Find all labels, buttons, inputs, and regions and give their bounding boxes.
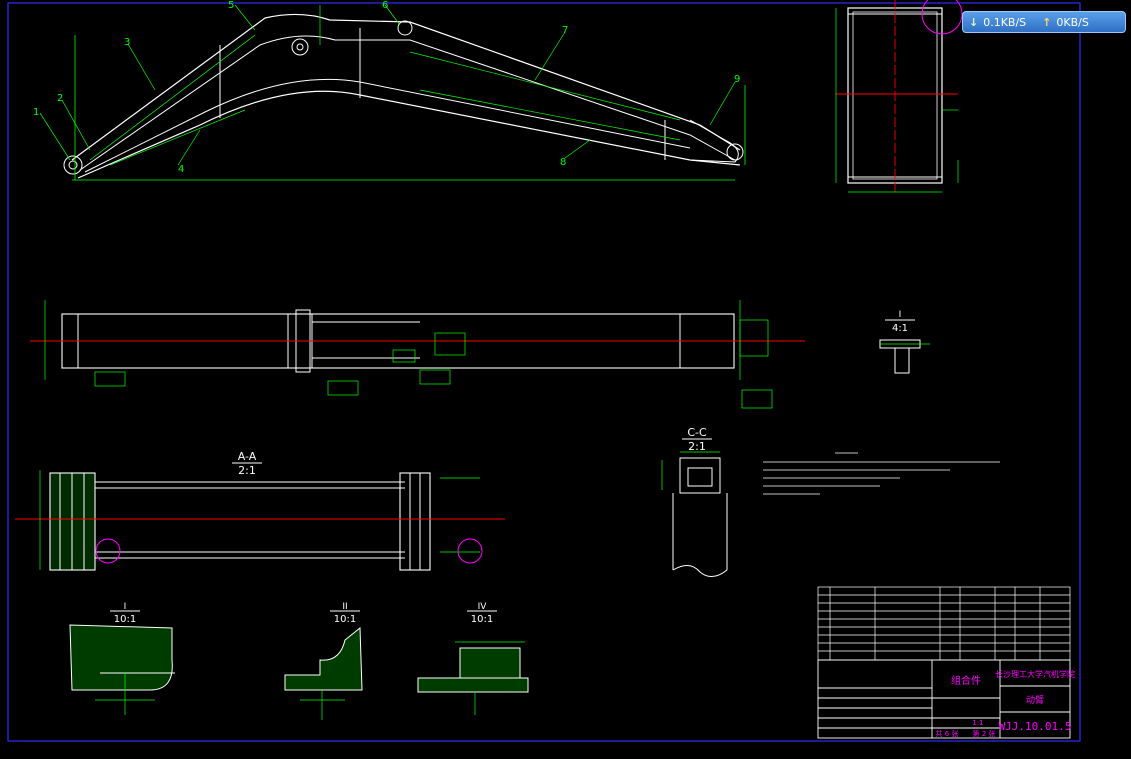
- drawing-border: [7, 2, 1081, 742]
- download-speed: 0.1KB/S: [983, 15, 1027, 29]
- technical-notes: [763, 452, 1000, 495]
- section-aa-view: [15, 470, 505, 571]
- parts-list: [817, 586, 1071, 661]
- detail-i-top-label: I: [899, 310, 902, 320]
- detail-i-view: [879, 319, 930, 374]
- callout-9: 9: [734, 74, 740, 85]
- weld-detail-3-scale: 10:1: [471, 614, 493, 625]
- weld-detail-3-label: IV: [478, 602, 488, 612]
- download-arrow-icon: ↓: [969, 15, 979, 29]
- upload-speed: 0KB/S: [1056, 15, 1089, 29]
- title-part-name: 动臂: [1026, 694, 1044, 706]
- section-aa-detail-marker-right: [457, 538, 483, 564]
- title-school: 长沙理工大学汽机学院: [995, 669, 1075, 679]
- callout-5: 5: [228, 0, 234, 11]
- section-cc-view: [661, 451, 728, 577]
- title-sheet-no: 第 2 张: [973, 729, 996, 738]
- detail-i-top-scale: 4:1: [892, 323, 908, 334]
- weld-detail-2-scale: 10:1: [334, 614, 356, 625]
- weld-detail-3: [417, 641, 529, 715]
- callout-4: 4: [178, 164, 184, 175]
- boom-side-view: [39, 4, 746, 181]
- title-sheet-total: 共 6 张: [936, 729, 959, 738]
- weld-detail-1: [69, 624, 175, 715]
- weld-detail-2: [284, 626, 363, 720]
- network-speed-widget[interactable]: ↓ 0.1KB/S ↑ 0KB/S: [962, 11, 1126, 33]
- callout-3: 3: [124, 37, 130, 48]
- callout-1: 1: [33, 107, 39, 118]
- callout-7: 7: [562, 25, 568, 36]
- weld-detail-2-label: II: [342, 602, 347, 612]
- title-block-frame: [817, 659, 1071, 739]
- weld-detail-1-scale: 10:1: [114, 614, 136, 625]
- boom-end-view: [835, 0, 959, 195]
- title-assembly-name: 组合件: [951, 674, 981, 687]
- title-drawing-no: WJJ.10.01.5: [999, 720, 1072, 733]
- weld-detail-1-label: I: [124, 602, 127, 612]
- section-aa-label: A-A: [238, 450, 257, 463]
- title-scale-value: 1:1: [972, 719, 983, 727]
- section-aa-scale: 2:1: [238, 464, 256, 477]
- section-cc-label: C-C: [687, 426, 707, 439]
- upload-arrow-icon: ↑: [1042, 15, 1052, 29]
- callout-6: 6: [382, 0, 388, 11]
- callout-8: 8: [560, 157, 566, 168]
- callout-2: 2: [57, 93, 63, 104]
- section-cc-scale: 2:1: [688, 440, 706, 453]
- section-aa-detail-marker-left: [95, 538, 121, 564]
- boom-plan-view: [30, 300, 805, 409]
